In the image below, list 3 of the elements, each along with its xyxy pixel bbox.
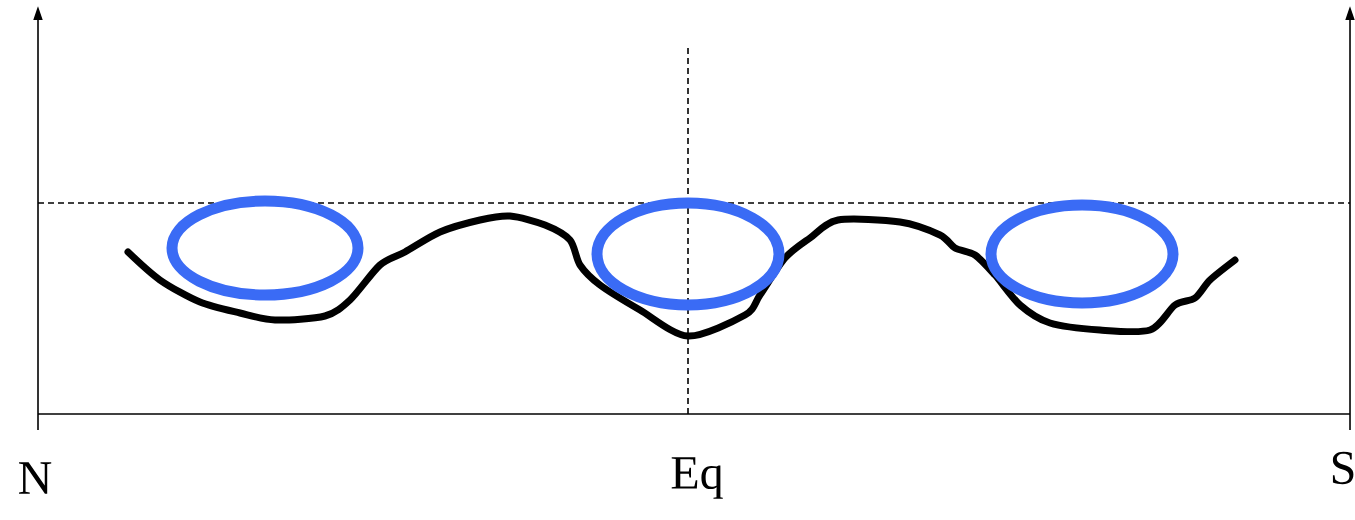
axis-label: S: [1332, 451, 1354, 485]
axis-label: Eq: [671, 457, 723, 499]
axis-label: N: [19, 462, 52, 494]
